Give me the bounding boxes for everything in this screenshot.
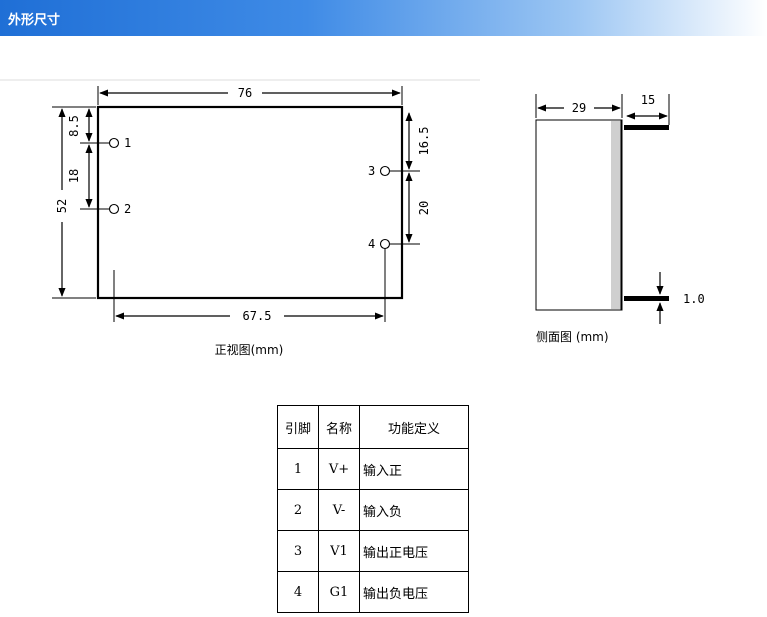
front-view-caption: 正视图(mm) xyxy=(215,342,284,357)
table-cell-function: 输出负电压 xyxy=(359,571,469,613)
dim-top-right-label: 16.5 xyxy=(417,127,431,156)
table-cell-name: V1 xyxy=(318,530,360,572)
table-row: 3 V1 输出正电压 xyxy=(277,530,469,572)
dim-width-label: 76 xyxy=(238,86,252,100)
dim-top-left-label: 8.5 xyxy=(67,115,81,137)
pin-1-marker xyxy=(108,137,120,149)
pin-3-marker xyxy=(379,165,391,177)
table-cell-pin: 3 xyxy=(277,530,319,572)
dim-pin-diameter-label: 1.0 xyxy=(683,292,705,306)
side-body-outline xyxy=(535,119,623,311)
dim-height-label: 52 xyxy=(55,199,69,213)
table-cell-name: G1 xyxy=(318,571,360,613)
table-cell-pin: 4 xyxy=(277,571,319,613)
front-body-outline xyxy=(96,105,404,300)
dim-pin-left-label: 18 xyxy=(67,169,81,183)
pin-2-marker xyxy=(108,203,120,215)
side-view: 29 15 1.0 侧面图 (mm) xyxy=(535,93,705,344)
table-header-function: 功能定义 xyxy=(359,405,469,449)
pin-1-label: 1 xyxy=(124,136,131,150)
table-row: 2 V- 输入负 xyxy=(277,489,469,531)
section-title: 外形尺寸 xyxy=(8,13,61,28)
dim-pin-right-label: 20 xyxy=(417,201,431,215)
table-cell-function: 输入负 xyxy=(359,489,469,531)
table-cell-function: 输出正电压 xyxy=(359,530,469,572)
side-view-caption: 侧面图 (mm) xyxy=(536,330,609,344)
table-cell-pin: 2 xyxy=(277,489,319,531)
table-header-name: 名称 xyxy=(318,405,360,449)
table-header-pin: 引脚 xyxy=(277,405,319,449)
table-cell-name: V- xyxy=(318,489,360,531)
table-header-row: 引脚 名称 功能定义 xyxy=(277,405,469,449)
dim-pin-spacing-label: 67.5 xyxy=(243,309,272,323)
pin-3-label: 3 xyxy=(368,164,375,178)
side-pin-top xyxy=(624,125,669,130)
dim-pin-length-label: 15 xyxy=(641,93,655,107)
table-row: 1 V+ 输入正 xyxy=(277,448,469,490)
table-cell-function: 输入正 xyxy=(359,448,469,490)
pin-2-label: 2 xyxy=(124,202,131,216)
pin-4-label: 4 xyxy=(368,237,375,251)
dim-depth-label: 29 xyxy=(572,101,586,115)
side-pin-bottom xyxy=(624,296,669,301)
section-header-bar: 外形尺寸 xyxy=(0,0,767,36)
table-row: 4 G1 输出负电压 xyxy=(277,571,469,613)
pin-4-marker xyxy=(379,238,391,250)
front-view: 76 52 8.5 18 1 2 3 4 16.5 20 xyxy=(52,86,431,357)
pin-function-table: 引脚 名称 功能定义 1 V+ 输入正 2 V- 输入负 3 V1 输出正电压 … xyxy=(277,405,469,613)
table-cell-name: V+ xyxy=(318,448,360,490)
table-cell-pin: 1 xyxy=(277,448,319,490)
